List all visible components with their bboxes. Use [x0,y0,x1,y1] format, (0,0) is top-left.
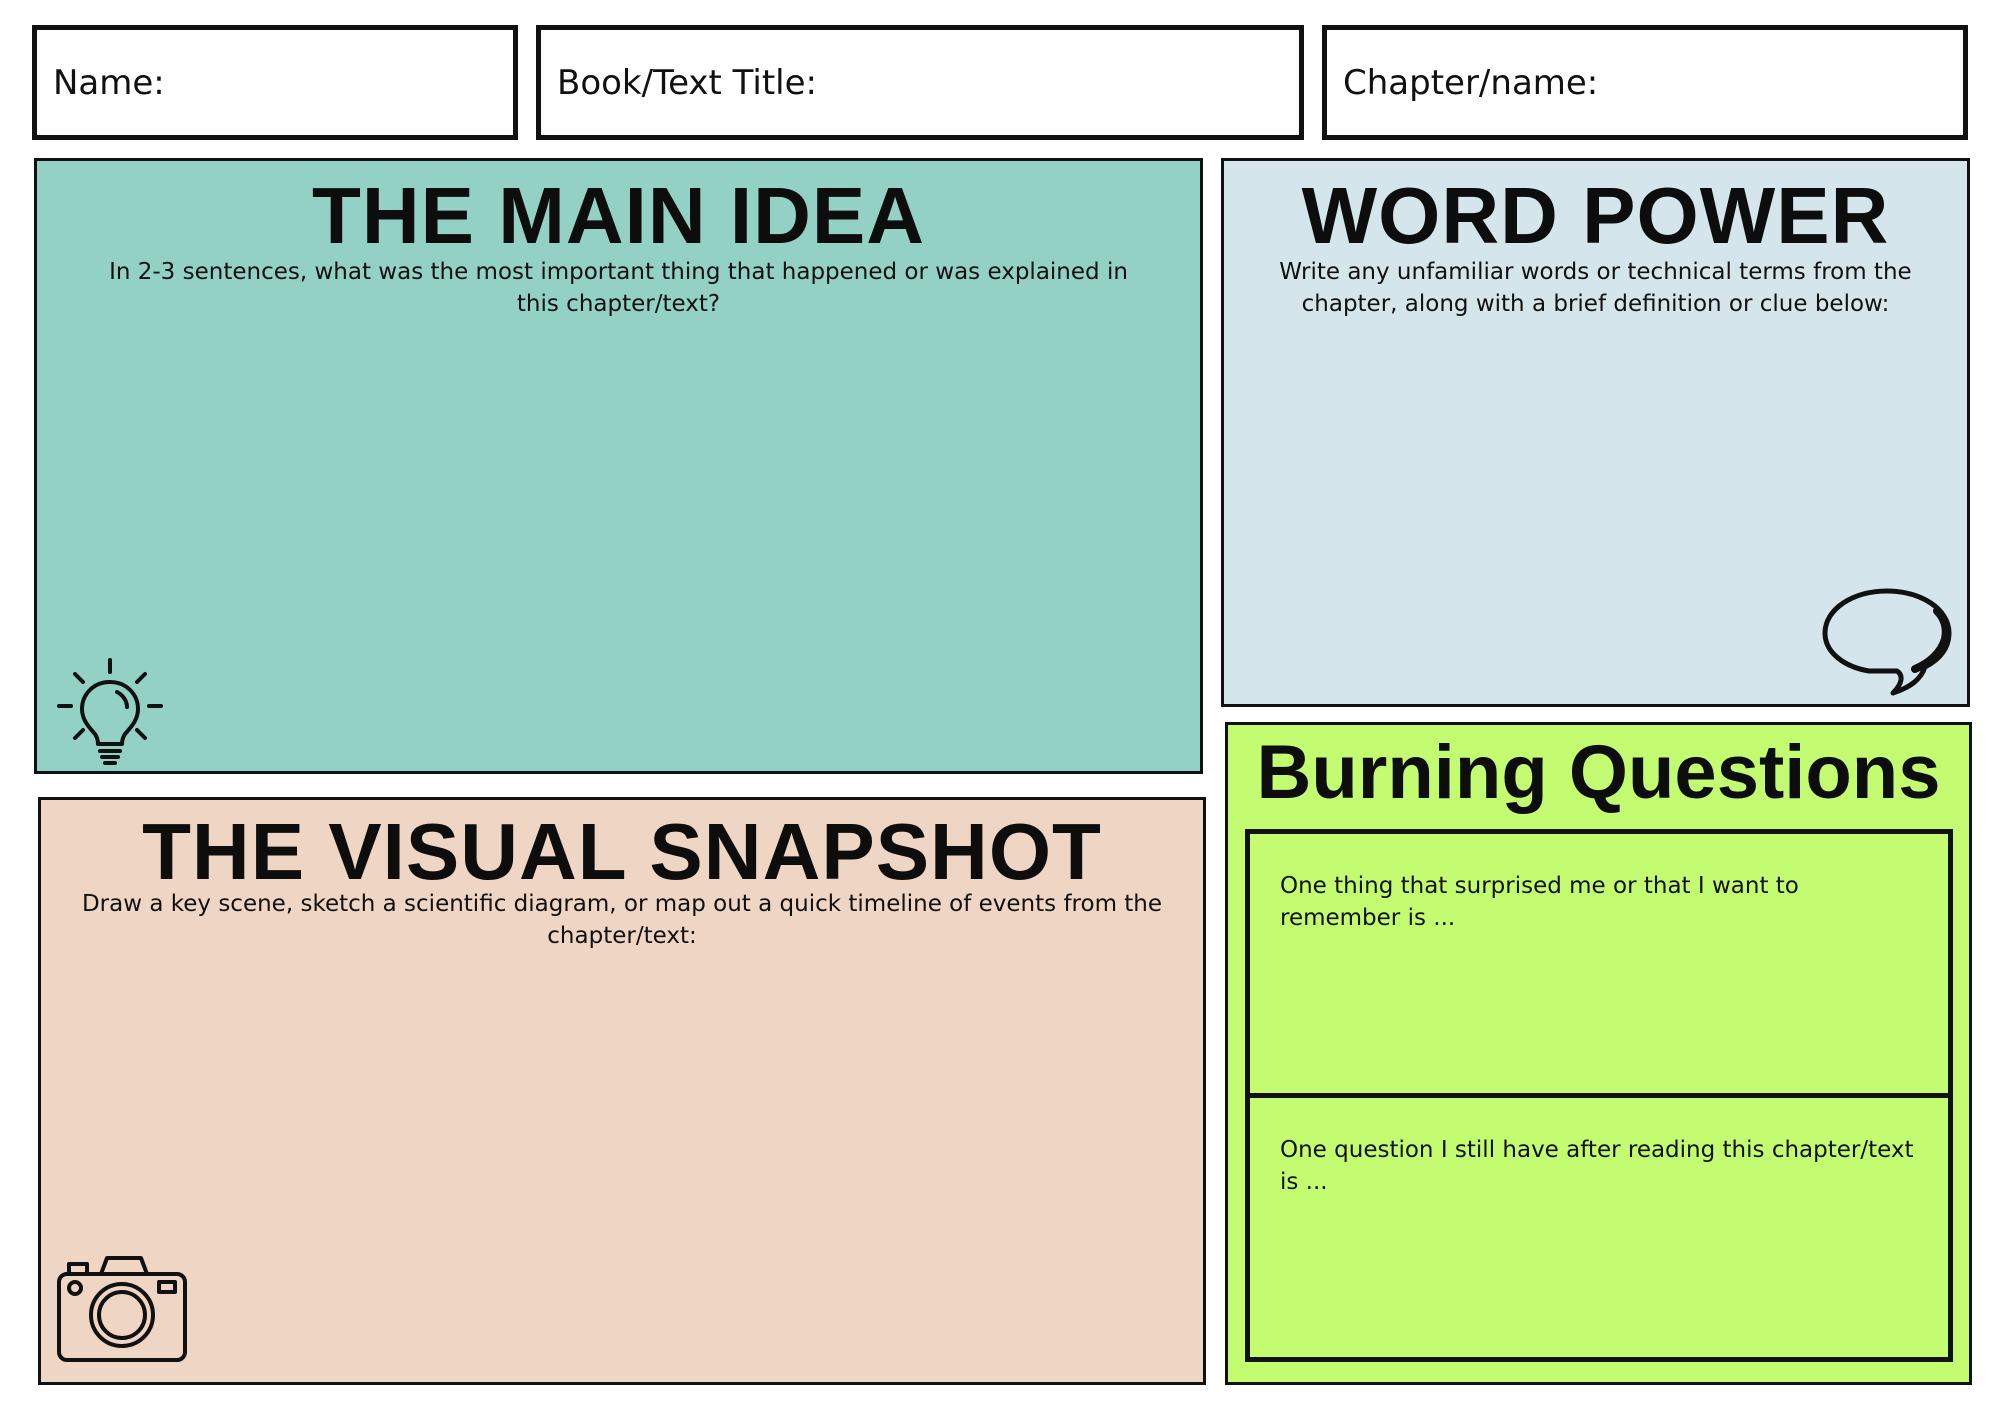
visual-snapshot-panel[interactable]: THE VISUAL SNAPSHOT Draw a key scene, sk… [38,797,1206,1385]
main-idea-description: In 2-3 sentences, what was the most impo… [109,259,1128,317]
chapter-label: Chapter/name: [1343,62,1599,103]
surprise-prompt: One thing that surprised me or that I wa… [1280,873,1799,931]
visual-snapshot-description: Draw a key scene, sketch a scientific di… [81,891,1163,949]
chapter-field[interactable]: Chapter/name: [1322,25,1968,140]
visual-snapshot-title: THE VISUAL SNAPSHOT [142,807,1102,896]
surprise-answer-box[interactable]: One thing that surprised me or that I wa… [1245,829,1953,1098]
camera-icon [57,1256,187,1362]
question-prompt: One question I still have after reading … [1280,1137,1914,1195]
question-answer-box[interactable]: One question I still have after reading … [1245,1093,1953,1362]
burning-questions-panel: Burning Questions One thing that surpris… [1225,722,1972,1385]
book-title-field[interactable]: Book/Text Title: [536,25,1304,140]
main-idea-panel[interactable]: THE MAIN IDEA In 2-3 sentences, what was… [34,158,1203,774]
lightbulb-icon [57,658,163,765]
word-power-description: Write any unfamiliar words or technical … [1279,259,1912,317]
name-label: Name: [53,62,165,103]
word-power-title: WORD POWER [1301,171,1890,260]
word-power-panel[interactable]: WORD POWER Write any unfamiliar words or… [1221,158,1970,707]
book-title-label: Book/Text Title: [557,62,817,103]
main-idea-title: THE MAIN IDEA [312,171,925,260]
burning-questions-title: Burning Questions [1256,730,1941,815]
name-field[interactable]: Name: [32,25,518,140]
speech-bubble-icon [1822,588,1952,696]
